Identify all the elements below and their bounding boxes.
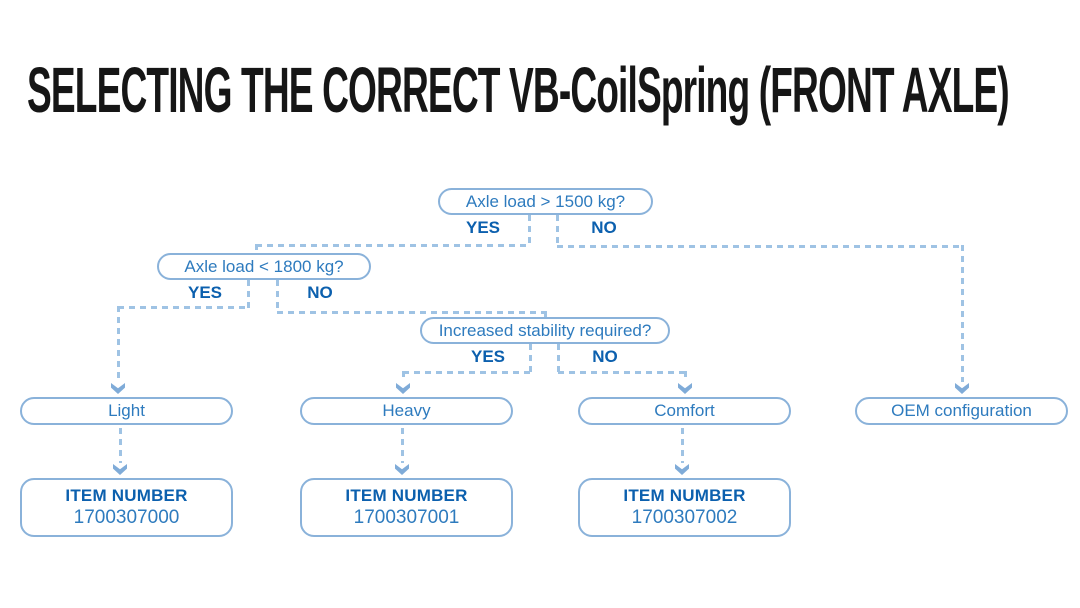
result-label: Heavy bbox=[382, 401, 431, 420]
item-number-value: 1700307000 bbox=[73, 507, 180, 528]
connector-d1-yes-drop bbox=[255, 244, 258, 253]
connector-d3-no-horizontal bbox=[558, 371, 686, 374]
result-box-oem-configuration: OEM configuration bbox=[855, 397, 1068, 425]
arrow-down-icon bbox=[955, 383, 969, 394]
item-number-value: 1700307001 bbox=[353, 507, 460, 528]
result-label: Light bbox=[108, 401, 145, 420]
connector-d2-yes-horizontal bbox=[118, 306, 249, 309]
decision-question: Increased stability required? bbox=[438, 320, 652, 340]
connector-light-to-item bbox=[119, 428, 122, 463]
arrow-down-icon bbox=[113, 464, 127, 475]
item-box-comfort: ITEM NUMBER 1700307002 bbox=[578, 478, 791, 537]
connector-d3-yes-vertical bbox=[529, 344, 532, 373]
connector-d3-yes-horizontal bbox=[403, 371, 531, 374]
item-number-label: ITEM NUMBER bbox=[623, 486, 746, 505]
result-label: OEM configuration bbox=[891, 401, 1032, 420]
d3-yes-label: YES bbox=[470, 347, 506, 366]
connector-d1-yes-horizontal bbox=[256, 244, 530, 247]
connector-d2-no-drop bbox=[544, 311, 547, 318]
item-number-value: 1700307002 bbox=[631, 507, 738, 528]
item-box-light: ITEM NUMBER 1700307000 bbox=[20, 478, 233, 537]
connector-d3-no-drop bbox=[684, 371, 687, 382]
connector-d1-no-drop bbox=[961, 245, 964, 382]
arrow-down-icon bbox=[111, 383, 125, 394]
result-box-light: Light bbox=[20, 397, 233, 425]
arrow-down-icon bbox=[395, 464, 409, 475]
decision-box-axle-load-1800: Axle load < 1800 kg? bbox=[157, 253, 371, 280]
d1-yes-label: YES bbox=[465, 218, 501, 237]
d1-no-label: NO bbox=[591, 218, 617, 237]
decision-box-increased-stability: Increased stability required? bbox=[420, 317, 670, 344]
decision-question: Axle load > 1500 kg? bbox=[465, 191, 626, 211]
connector-d3-no-vertical bbox=[557, 344, 560, 373]
d2-yes-label: YES bbox=[187, 283, 223, 302]
connector-heavy-to-item bbox=[401, 428, 404, 463]
connector-d2-yes-vertical bbox=[247, 280, 250, 308]
arrow-down-icon bbox=[396, 383, 410, 394]
arrow-down-icon bbox=[675, 464, 689, 475]
connector-comfort-to-item bbox=[681, 428, 684, 463]
decision-question: Axle load < 1800 kg? bbox=[184, 256, 344, 276]
d3-no-label: NO bbox=[592, 347, 618, 366]
result-box-comfort: Comfort bbox=[578, 397, 791, 425]
item-number-label: ITEM NUMBER bbox=[65, 486, 188, 505]
connector-d1-no-horizontal bbox=[557, 245, 963, 248]
d2-no-label: NO bbox=[307, 283, 333, 302]
result-box-heavy: Heavy bbox=[300, 397, 513, 425]
item-box-heavy: ITEM NUMBER 1700307001 bbox=[300, 478, 513, 537]
connector-d2-no-horizontal bbox=[277, 311, 546, 314]
arrow-down-icon bbox=[678, 383, 692, 394]
connector-d1-yes-vertical bbox=[528, 215, 531, 246]
connector-d3-yes-drop bbox=[402, 371, 405, 382]
result-label: Comfort bbox=[654, 401, 715, 420]
decision-box-axle-load-1500: Axle load > 1500 kg? bbox=[438, 188, 653, 215]
connector-d1-no-vertical bbox=[556, 215, 559, 247]
page-title: SELECTING THE CORRECT VB-CoilSpring (FRO… bbox=[27, 54, 1010, 126]
item-number-label: ITEM NUMBER bbox=[345, 486, 468, 505]
connector-d2-yes-drop bbox=[117, 306, 120, 382]
connector-d2-no-vertical bbox=[276, 280, 279, 313]
